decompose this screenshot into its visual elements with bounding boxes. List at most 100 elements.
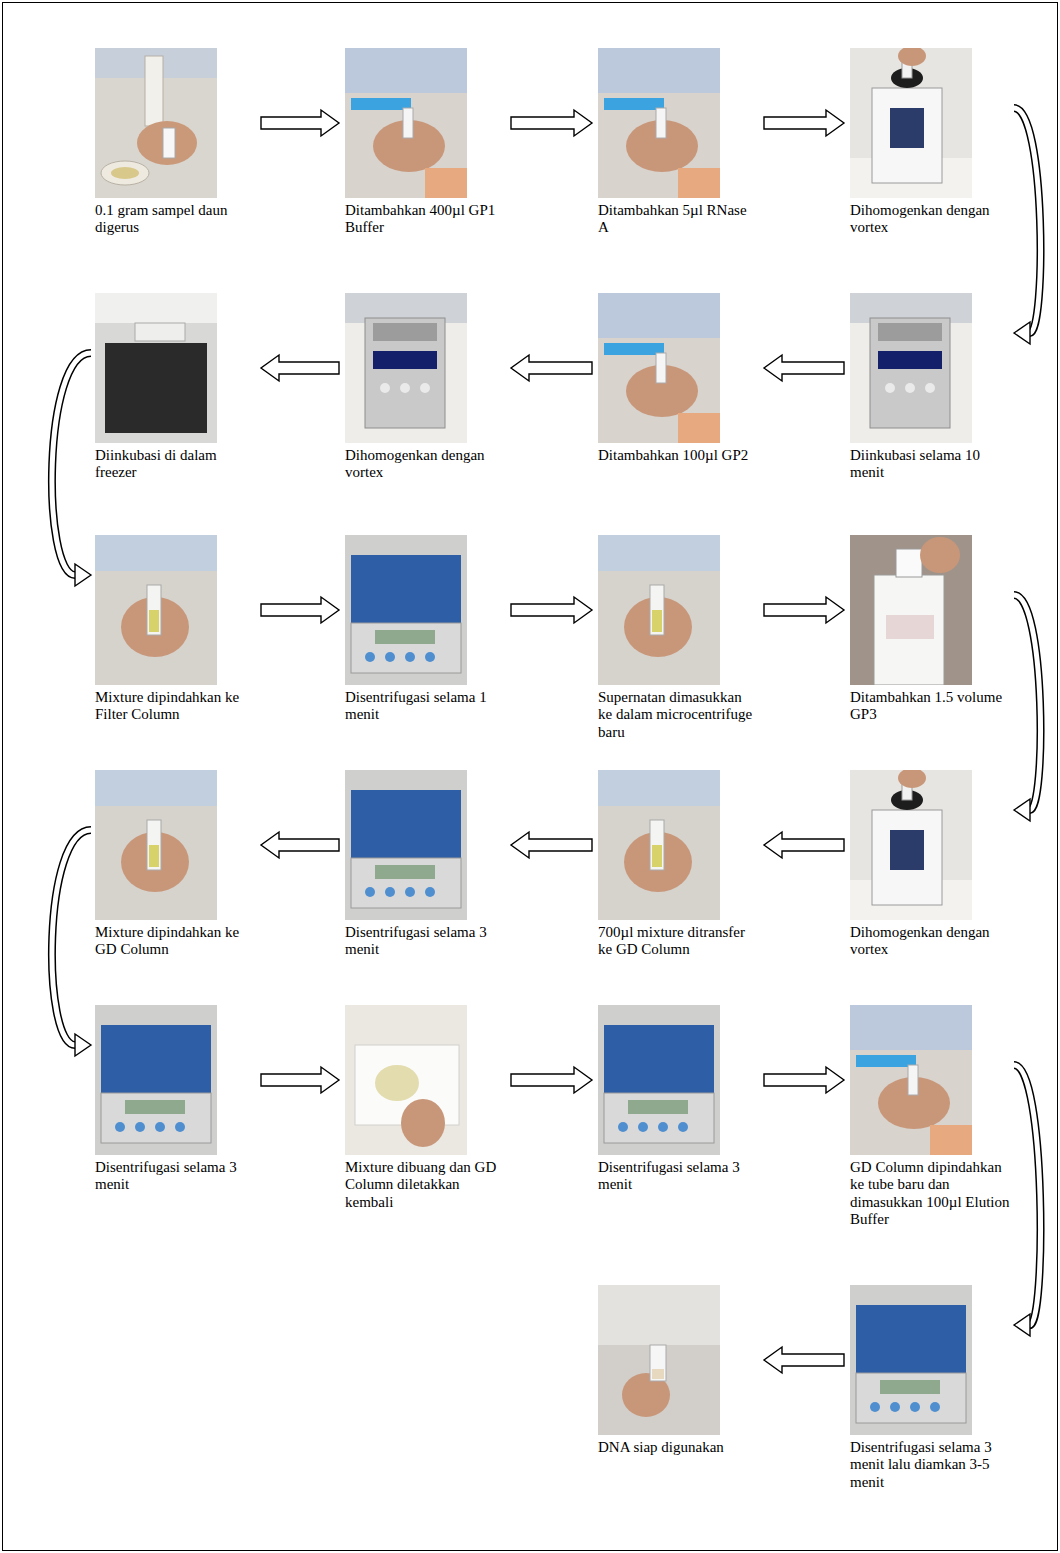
photo-detail — [908, 1065, 918, 1095]
arrow-head — [1014, 322, 1030, 344]
flow-arrow — [52, 353, 91, 586]
photo-detail — [850, 1005, 972, 1050]
process-step: Dihomogenkan dengan vortex — [345, 293, 505, 482]
photo-detail — [351, 790, 461, 860]
arrow-outline — [1014, 108, 1041, 333]
photo-detail — [345, 293, 467, 443]
step-photo — [598, 535, 720, 685]
process-step: Disentrifugasi selama 1 menit — [345, 535, 505, 724]
process-step: Ditambahkan 100µl GP2 — [598, 293, 758, 464]
photo-detail — [604, 1093, 714, 1143]
photo-detail — [147, 585, 161, 635]
step-caption: Diinkubasi selama 10 menit — [850, 447, 1010, 482]
step-caption: Disentrifugasi selama 3 menit — [95, 1159, 255, 1194]
photo-detail — [380, 383, 390, 393]
flow-arrow — [1014, 1065, 1041, 1336]
photo-detail — [598, 1285, 720, 1345]
photo-detail — [925, 383, 935, 393]
photo-detail — [850, 770, 972, 920]
step-photo — [850, 48, 972, 198]
photo-detail — [628, 1100, 688, 1114]
step-caption: Mixture dipindahkan ke GD Column — [95, 924, 255, 959]
process-step: Diinkubasi di dalam freezer — [95, 293, 255, 482]
flow-arrow — [1014, 108, 1041, 344]
photo-detail — [425, 168, 467, 198]
photo-detail — [856, 1055, 916, 1067]
step-caption: Mixture dipindahkan ke Filter Column — [95, 689, 255, 724]
flow-arrow — [511, 1067, 592, 1093]
photo-detail — [95, 48, 217, 198]
photo-detail — [930, 1125, 972, 1155]
step-photo — [850, 1285, 972, 1435]
photo-detail — [345, 1005, 467, 1155]
step-photo — [850, 293, 972, 443]
photo-detail — [598, 535, 720, 571]
flow-arrow — [511, 355, 592, 381]
photo-detail — [149, 845, 159, 867]
photo-detail — [650, 820, 664, 870]
photo-detail — [101, 1093, 211, 1143]
flow-arrow — [261, 110, 339, 136]
arrow-shape — [764, 110, 844, 136]
process-step: DNA siap digunakan — [598, 1285, 758, 1456]
photo-detail — [373, 351, 437, 369]
photo-detail — [345, 48, 467, 198]
photo-detail — [872, 810, 942, 905]
photo-detail — [95, 293, 217, 443]
step-photo — [598, 293, 720, 443]
arrow-shape — [764, 1067, 844, 1093]
process-step: GD Column dipindahkan ke tube baru dan d… — [850, 1005, 1010, 1228]
flow-arrow — [764, 355, 844, 381]
arrow-outline — [1014, 595, 1041, 810]
photo-detail — [878, 351, 942, 369]
step-photo — [850, 1005, 972, 1155]
flow-arrow — [764, 110, 844, 136]
arrow-outline — [52, 830, 91, 1045]
photo-detail — [638, 1122, 648, 1132]
photo-detail — [880, 1380, 940, 1394]
photo-detail — [604, 98, 664, 110]
photo-detail — [678, 168, 720, 198]
step-caption: Dihomogenkan dengan vortex — [345, 447, 505, 482]
photo-detail — [145, 56, 163, 126]
flow-arrow — [764, 832, 844, 858]
arrow-head — [1014, 1314, 1030, 1336]
photo-detail — [125, 1100, 185, 1114]
step-photo — [345, 535, 467, 685]
photo-detail — [878, 323, 942, 341]
flow-arrow — [261, 1067, 339, 1093]
step-photo — [95, 48, 217, 198]
arrow-inner — [1014, 108, 1041, 333]
photo-detail — [598, 293, 720, 338]
photo-detail — [650, 1345, 666, 1381]
photo-detail — [870, 318, 950, 428]
process-step: 0.1 gram sampel daun digerus — [95, 48, 255, 237]
arrow-head — [1014, 799, 1030, 821]
photo-detail — [890, 108, 924, 148]
photo-detail — [598, 770, 720, 806]
photo-detail — [365, 887, 375, 897]
photo-detail — [111, 167, 139, 179]
arrow-shape — [261, 110, 339, 136]
photo-detail — [598, 48, 720, 93]
photo-detail — [870, 1402, 880, 1412]
process-step: Disentrifugasi selama 3 menit — [598, 1005, 758, 1194]
photo-detail — [365, 318, 445, 428]
process-step: Mixture dipindahkan ke Filter Column — [95, 535, 255, 724]
photo-detail — [886, 615, 934, 639]
step-photo — [850, 770, 972, 920]
photo-detail — [155, 1122, 165, 1132]
arrow-shape — [261, 597, 339, 623]
step-photo — [598, 48, 720, 198]
flow-arrow — [511, 597, 592, 623]
photo-detail — [105, 343, 207, 433]
photo-detail — [400, 383, 410, 393]
photo-detail — [147, 820, 161, 870]
photo-detail — [896, 549, 922, 577]
photo-detail — [351, 98, 411, 110]
photo-detail — [850, 535, 972, 685]
flow-arrow — [764, 1347, 844, 1373]
step-photo — [598, 770, 720, 920]
arrow-outline — [1014, 1065, 1041, 1325]
